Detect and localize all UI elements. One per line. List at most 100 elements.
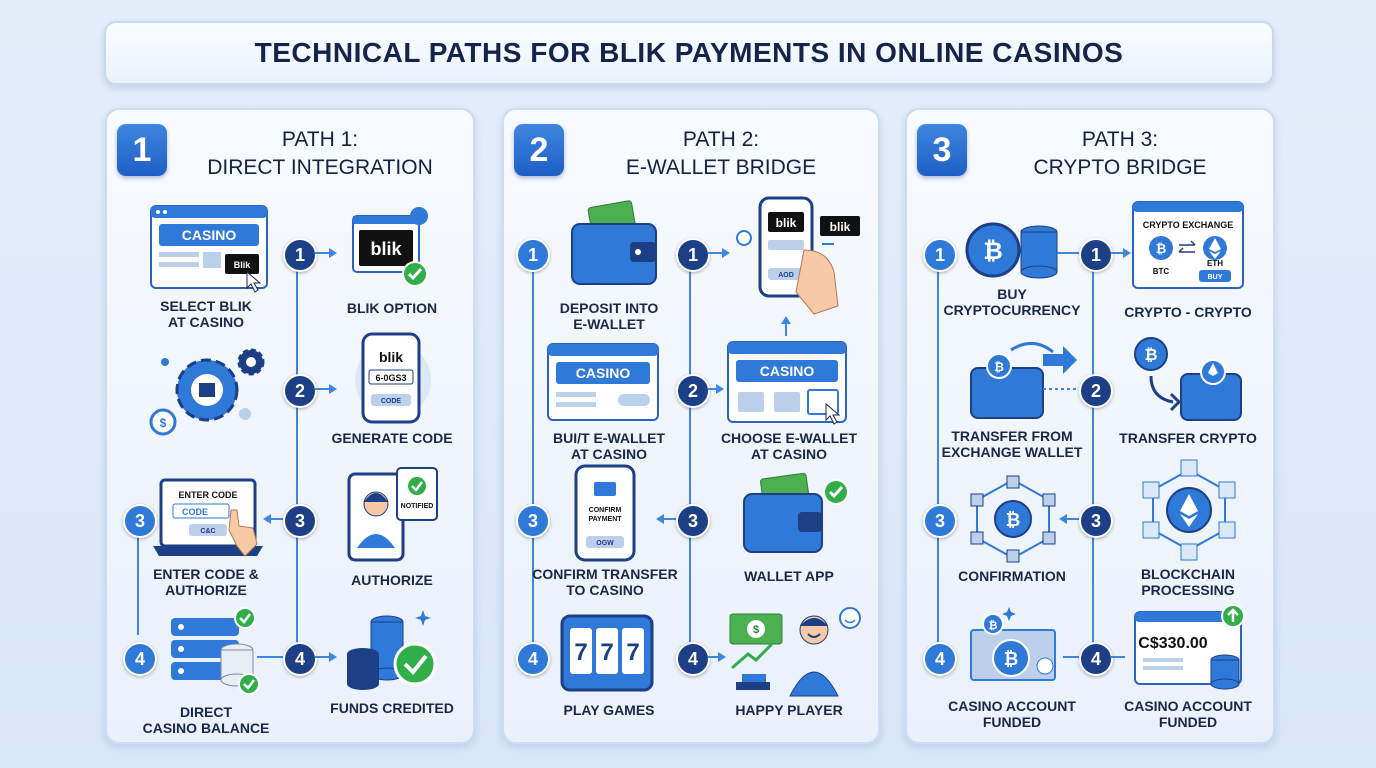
step-number: 4 [516,642,550,676]
step-connector [1111,252,1125,254]
step-label: BUY CRYPTOCURRENCY [943,286,1081,318]
step-caption: SELECT BLIK AT CASINO [160,298,252,330]
step-connector [315,656,329,658]
coin-stack-icon [347,610,437,690]
step-connector [937,270,939,650]
step-label: CONFIRM TRANSFER TO CASINO [532,566,678,598]
svg-text:OGW: OGW [596,540,614,547]
exchange-wallet-icon: ₿ [970,342,1077,419]
panel-number-badge: 3 [917,124,967,176]
panel-path-3: 3 PATH 3: CRYPTO BRIDGE 1 ₿ BUY CRYPTOCU… [905,108,1275,744]
wallet-app-icon [743,472,849,553]
casino-wallet-choice-icon: CASINO [727,341,847,425]
slot-machine-icon: 7 7 7 [560,614,654,692]
step-connector [257,656,283,658]
step-caption: BUI/T E-WALLET AT CASINO [553,430,665,462]
bitcoin-coins-icon: ₿ [965,222,1058,279]
arrow-icon [718,652,726,662]
svg-text:blik: blik [379,349,403,365]
panel-number-badge: 1 [117,124,167,176]
arrow-icon [329,652,337,662]
step-number: 3 [923,504,957,538]
step-connector [708,656,720,658]
blik-logo-icon: blik [352,207,428,287]
step-caption: TRANSFER FROM EXCHANGE WALLET [941,428,1083,460]
svg-text:CODE: CODE [182,507,208,517]
svg-text:Blik: Blik [234,260,252,270]
step-connector [785,324,787,336]
crypto-exchange-icon: CRYPTO EXCHANGE ₿ BTC ETH BUY [1132,201,1244,289]
svg-text:NOTIFIED: NOTIFIED [401,503,434,510]
arrow-icon [781,316,791,324]
step-number: 4 [283,642,317,676]
step-connector [269,518,283,520]
svg-text:CRYPTO EXCHANGE: CRYPTO EXCHANGE [1143,220,1234,230]
panel-title: PATH 3: CRYPTO BRIDGE [1033,128,1207,179]
svg-text:₿: ₿ [1006,510,1021,530]
svg-text:BTC: BTC [1153,267,1170,276]
svg-text:7: 7 [626,639,639,666]
step-connector [708,252,722,254]
step-connector [1043,388,1079,390]
step-number: 3 [1079,504,1113,538]
panel-path-2: 2 PATH 2: E-WALLET BRIDGE 1 DEPOSIT INTO… [502,108,880,744]
arrow-icon [329,248,337,258]
svg-text:6-0GS3: 6-0GS3 [375,373,406,383]
step-connector [1063,656,1079,658]
person-notified-icon: NOTIFIED [347,467,438,562]
step-label: CRYPTO - CRYPTO [1124,304,1252,320]
svg-text:blik: blik [830,220,851,234]
step-number: 1 [923,238,957,272]
step-number: 1 [1079,238,1113,272]
step-connector [1057,252,1079,254]
step-connector [662,518,676,520]
step-number: 4 [676,642,710,676]
step-label: TRANSFER CRYPTO [1119,430,1257,446]
panel-title: PATH 1: DIRECT INTEGRATION [207,128,433,179]
step-label: PLAY GAMES [563,702,655,718]
step-number: 3 [676,504,710,538]
blockchain-processing-icon [1142,459,1236,561]
gear-icon: $ [149,348,265,436]
step-connector [315,388,329,390]
svg-text:7: 7 [600,639,613,666]
svg-text:CASINO: CASINO [760,363,815,379]
step-label: BLIK OPTION [346,300,438,316]
step-connector [296,260,298,660]
svg-text:AOD: AOD [778,272,794,279]
step-label: HAPPY PLAYER [735,702,843,718]
blik-phone-hand-icon: blik AOD blik [736,196,860,315]
step-connector [137,535,139,635]
svg-text:$: $ [753,624,759,636]
svg-text:blik: blik [370,239,402,259]
arrow-icon [1123,248,1131,258]
arrow-icon [656,514,664,524]
laptop-code-icon: ENTER CODE CODE C&C [153,478,263,557]
svg-text:₿: ₿ [1144,346,1157,364]
step-connector [689,260,691,660]
panel-number-badge: 2 [514,124,564,176]
panel-title: PATH 2: E-WALLET BRIDGE [625,128,817,179]
crypto-cash-icon: ₿ ₿ [970,607,1056,681]
svg-text:₿: ₿ [983,238,1003,265]
step-connector [1111,656,1125,658]
step-label: CHOOSE E-WALLET AT CASINO [720,430,858,462]
step-number: 1 [676,238,710,272]
svg-text:CASINO: CASINO [182,227,237,243]
step-connector [1065,518,1079,520]
arrow-icon [263,514,271,524]
svg-text:C$330.00: C$330.00 [1138,635,1207,652]
arrow-icon [716,384,724,394]
phone-code-icon: blik 6-0GS3 CODE [355,332,431,424]
server-icon [171,607,260,695]
step-connector [1092,260,1094,660]
step-label: CASINO ACCOUNT FUNDED [948,698,1076,730]
casino-balance-icon: C$330.00 [1134,604,1245,690]
step-label: FUNDS CREDITED [330,700,454,716]
step-connector [708,388,718,390]
happy-player-icon: $ [729,607,861,697]
svg-text:$: $ [160,416,167,430]
title-banner: TECHNICAL PATHS FOR BLIK PAYMENTS IN ONL… [104,21,1274,85]
